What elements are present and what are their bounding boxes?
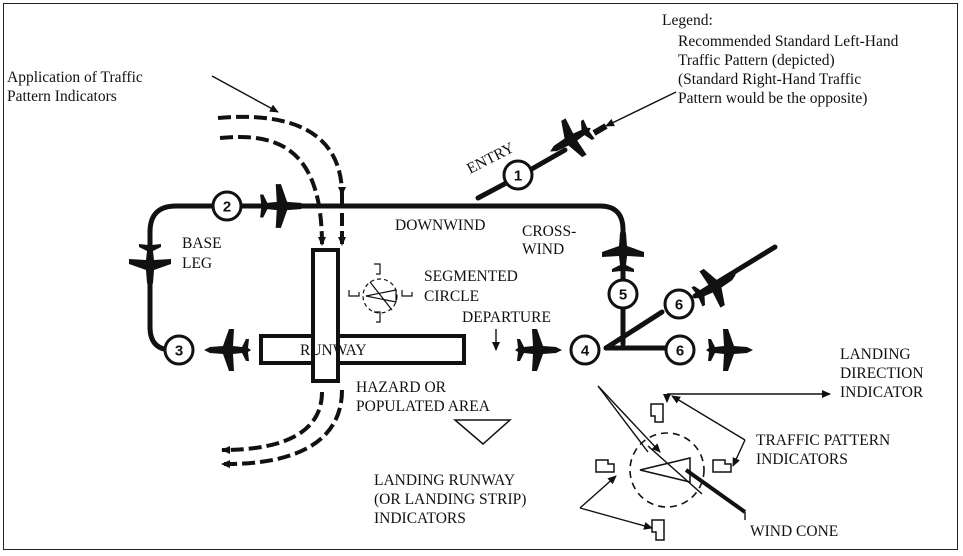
wind-cone-label: WIND CONE xyxy=(750,523,838,540)
marker-2: 2 xyxy=(211,190,243,222)
crosswind-label-1: CROSS- xyxy=(522,223,576,240)
marker-4: 4 xyxy=(569,334,601,366)
segmented-circle-small xyxy=(348,263,413,323)
departure-label: DEPARTURE xyxy=(462,309,551,326)
downwind-label: DOWNWIND xyxy=(395,217,485,234)
landing-direction-label-2: DIRECTION xyxy=(840,365,924,382)
svg-text:6: 6 xyxy=(676,343,684,360)
crosswind-label-2: WIND xyxy=(522,241,564,258)
landing-direction-label-3: INDICATOR xyxy=(840,384,924,401)
svg-text:3: 3 xyxy=(175,343,183,360)
hazard-label-1: HAZARD OR xyxy=(356,379,447,396)
marker-5: 5 xyxy=(607,278,639,310)
segmented-circle-label-2: CIRCLE xyxy=(424,288,479,305)
traffic-pattern-indicators-label-2: INDICATORS xyxy=(756,451,848,468)
runway xyxy=(259,248,466,383)
svg-text:5: 5 xyxy=(619,287,627,304)
legend-line-1: Recommended Standard Left-Hand xyxy=(678,33,899,50)
airplane-base-leg-icon xyxy=(129,242,171,289)
landing-direction-label-1: LANDING xyxy=(840,346,911,363)
traffic-pattern-indicator-arrows xyxy=(217,114,346,469)
segmented-circle-label-1: SEGMENTED xyxy=(424,268,518,285)
hazard-arrow-icon xyxy=(452,419,512,445)
base-leg-label-2: LEG xyxy=(182,255,212,272)
marker-6-straight: 6 xyxy=(664,334,696,366)
legend-line-3: (Standard Right-Hand Traffic xyxy=(678,71,861,88)
application-label-1: Application of Traffic xyxy=(7,69,143,86)
leader-lines xyxy=(211,75,831,530)
legend-line-4: Pattern would be the opposite) xyxy=(678,90,867,107)
application-label-2: Pattern Indicators xyxy=(7,88,117,105)
airplane-final-icon xyxy=(204,329,251,371)
landing-runway-label-1: LANDING RUNWAY xyxy=(374,472,515,489)
airplane-departure-icon xyxy=(515,329,562,371)
legend-title: Legend: xyxy=(662,12,713,29)
landing-runway-label-2: (OR LANDING STRIP) xyxy=(374,491,526,508)
segmented-circle-large xyxy=(595,403,747,541)
marker-3: 3 xyxy=(163,334,195,366)
airplane-crosswind-icon xyxy=(602,227,644,274)
base-leg-label-1: BASE xyxy=(182,235,222,252)
traffic-pattern-indicators-label-1: TRAFFIC PATTERN xyxy=(756,432,890,449)
diagram-frame xyxy=(3,3,958,550)
legend-line-2: Traffic Pattern (depicted) xyxy=(678,52,835,69)
svg-text:4: 4 xyxy=(581,343,590,360)
marker-1: 1 xyxy=(502,159,534,191)
svg-text:2: 2 xyxy=(223,199,231,216)
entry-dash xyxy=(592,123,608,136)
airplane-downwind-icon xyxy=(258,184,307,228)
svg-text:1: 1 xyxy=(514,168,522,185)
airplane-departure-straight-icon xyxy=(706,329,753,371)
landing-runway-label-3: INDICATORS xyxy=(374,510,466,527)
marker-6-45: 6 xyxy=(663,288,695,320)
svg-text:6: 6 xyxy=(675,297,683,314)
hazard-label-2: POPULATED AREA xyxy=(356,398,491,415)
runway-label: RUNWAY xyxy=(300,342,367,359)
